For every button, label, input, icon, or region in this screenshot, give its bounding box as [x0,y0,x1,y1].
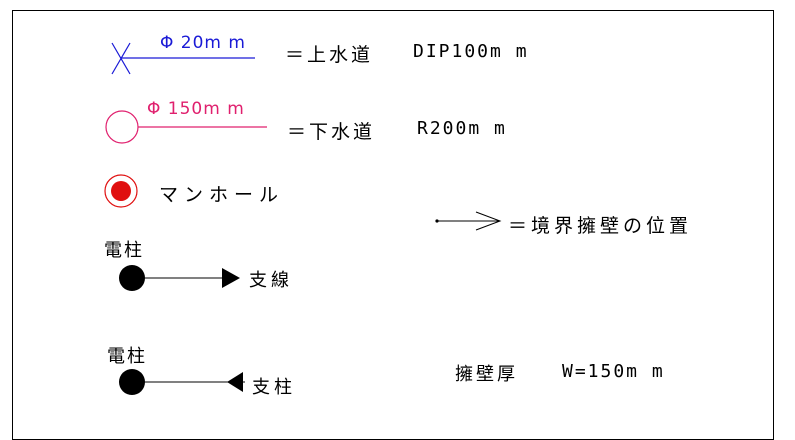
sewer-pipe-size: Φ 150m m [147,99,245,119]
boundary-label: ＝境界擁壁の位置 [508,215,693,237]
strut-label: 支柱 [252,377,296,398]
boundary-arrow-symbol [435,211,502,231]
wall-thickness-value: W=150m m [562,361,665,382]
wall-thickness-label: 擁壁厚 [455,364,518,385]
legend-graphics [104,42,502,395]
manhole-label: マンホール [159,184,285,206]
sewer-pipe-symbol [105,110,267,144]
guy-wire-label: 支線 [249,270,293,291]
manhole-symbol [104,174,138,208]
pole-label: 電柱 [107,346,147,367]
water-pipe-desc: ＝上水道 [285,44,374,66]
sewer-pipe-spec: R200m m [417,118,507,139]
water-pipe-spec: DIP100m m [413,41,529,62]
water-pipe-symbol [111,42,255,75]
pole-label: 電柱 [104,240,144,261]
pole-strut-symbol [119,369,245,395]
water-pipe-size: Φ 20m m [160,33,246,53]
pole-guy-wire-symbol [119,265,240,291]
sewer-pipe-desc: ＝下水道 [287,121,376,143]
